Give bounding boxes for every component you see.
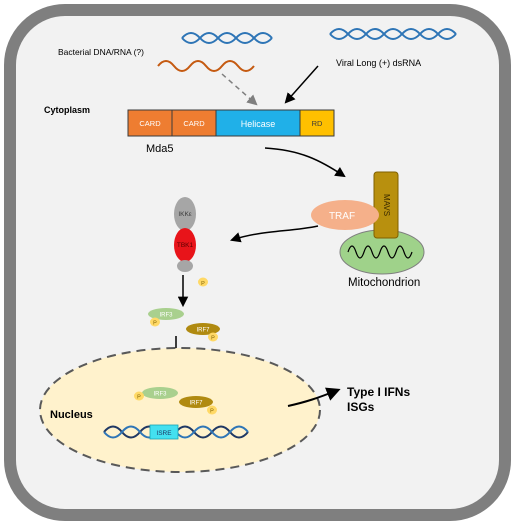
bacterial-to-mda5-arrow (221, 73, 258, 106)
phosphate-irf3-cyto-label: P (153, 321, 157, 327)
phosphate-irf7-nuclear (207, 405, 217, 415)
card-1-label: CARD (139, 119, 161, 128)
nucleus-label: Nucleus (50, 409, 93, 421)
phosphate-irf7-nuclear-label: P (210, 409, 214, 415)
nucleus-to-output-arrow (287, 387, 341, 407)
irf7-cyto-label: IRF7 (196, 328, 210, 334)
phosphate-irf7-cyto (208, 332, 218, 342)
nucleus (39, 347, 321, 473)
viral-dsrna-icon (329, 28, 457, 40)
phosphate-irf3-nuclear-label: P (137, 395, 141, 401)
mda5-label: Mda5 (146, 143, 174, 155)
isre-label: ISRE (156, 430, 172, 437)
cytoplasm-label: Cytoplasm (44, 105, 90, 115)
mavs-label: MAVS (382, 194, 391, 216)
irf3-cyto-label: IRF3 (159, 313, 173, 319)
irf3-nuclear-label: IRF3 (153, 392, 167, 398)
ikk-tbk1-complex (174, 197, 196, 272)
tbk1-protein (174, 228, 196, 262)
phosphate-tbk1 (198, 277, 208, 287)
complex-base (177, 260, 193, 272)
card-2-label: CARD (183, 119, 205, 128)
phosphate-irf7-cyto-label: P (211, 336, 215, 342)
mda5-to-mavs-arrow (264, 147, 346, 178)
traf-to-tbk1-arrow (230, 225, 319, 243)
phosphate-tbk1-label: P (201, 281, 205, 287)
mavs-protein (373, 171, 399, 239)
rd-domain (299, 109, 335, 137)
irf7-nuclear (179, 396, 213, 408)
phosphate-irf3-cyto (150, 317, 160, 327)
output-isgs: ISGs (347, 400, 375, 414)
mda5-protein: CARD CARD Helicase RD (127, 109, 335, 137)
viral-label: Viral Long (+) dsRNA (336, 58, 421, 68)
tbk1-label: TBK1 (177, 242, 194, 249)
traf-label: TRAF (329, 211, 355, 222)
viral-to-mda5-arrow (284, 65, 319, 104)
traf-protein (311, 200, 379, 230)
bacterial-nucleic-acid-icon (157, 32, 273, 72)
mitochondrion-label: Mitochondrion (348, 277, 420, 289)
card-domain-1 (127, 109, 173, 137)
irf7-cyto (186, 323, 220, 335)
ikk-protein (174, 197, 196, 231)
output-type1-ifns: Type I IFNs (347, 385, 410, 399)
ikk-label: IKKε (178, 211, 191, 218)
irf3-cyto (148, 308, 184, 320)
phosphate-irf3-nuclear (134, 391, 144, 401)
irf3-nuclear (142, 387, 178, 399)
rd-label: RD (312, 119, 323, 128)
isre-element (149, 424, 179, 440)
irf7-nuclear-label: IRF7 (189, 401, 203, 407)
helicase-label: Helicase (241, 119, 276, 129)
bacterial-label: Bacterial DNA/RNA (?) (58, 47, 144, 57)
